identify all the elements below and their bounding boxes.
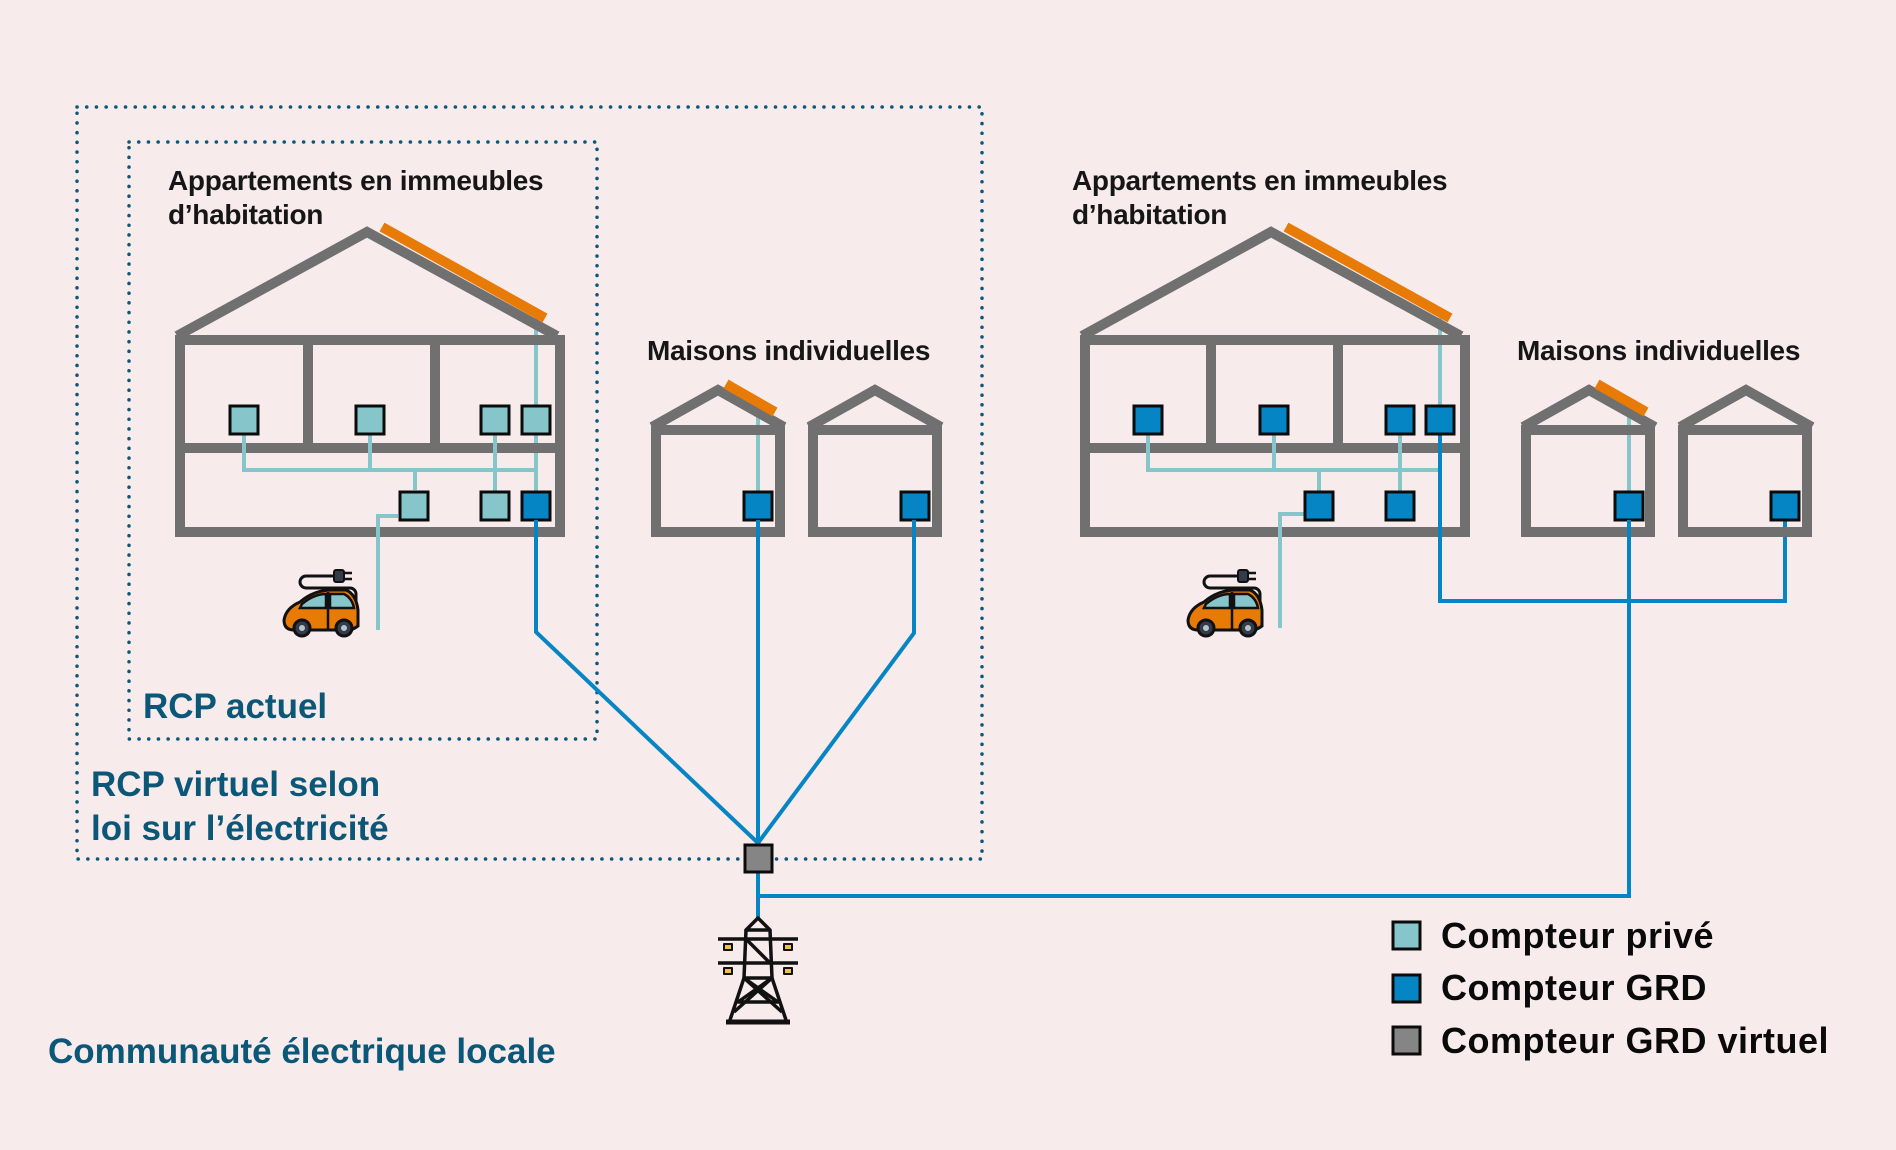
right-house-2 xyxy=(1677,384,1815,537)
grd-meter xyxy=(1303,490,1335,522)
private-meter xyxy=(520,404,552,436)
building-outline xyxy=(175,335,565,537)
grd-meter xyxy=(1258,404,1290,436)
current-rcp-boundary xyxy=(127,140,599,741)
solar-panel xyxy=(379,222,548,323)
left-houses-label: Maisons individuelles xyxy=(647,335,930,366)
virtual-grd-meter xyxy=(743,843,774,874)
grd-meter xyxy=(1769,490,1801,522)
left-apartment-building: Appartements en immeubles d’habitation xyxy=(168,165,565,630)
electric-car-icon xyxy=(282,569,360,638)
grd-meter xyxy=(899,490,931,522)
electric-car-icon xyxy=(1186,569,1264,638)
right-house-1 xyxy=(1520,379,1658,537)
grd-meter xyxy=(1424,404,1456,436)
private-meter xyxy=(398,490,430,522)
right-apartments-label-line2: d’habitation xyxy=(1072,199,1227,230)
left-house-1 xyxy=(649,379,787,537)
virtual-rcp-boundary xyxy=(75,105,984,861)
legend-item-virtual-grd: Compteur GRD virtuel xyxy=(1441,1020,1829,1061)
right-apartments-label-line1: Appartements en immeubles xyxy=(1072,165,1447,196)
grd-meter xyxy=(742,490,774,522)
left-apartments-label-line2: d’habitation xyxy=(168,199,323,230)
grd-meter-swatch xyxy=(1391,973,1422,1004)
private-meter xyxy=(228,404,260,436)
legend: Compteur privé Compteur GRD Compteur GRD… xyxy=(1391,915,1829,1061)
grd-meter xyxy=(1613,490,1645,522)
left-apartments-label-line1: Appartements en immeubles xyxy=(168,165,543,196)
virtual-rcp-label-line2: loi sur l’électricité xyxy=(91,809,389,848)
left-house-2 xyxy=(806,384,944,537)
virtual-grd-meter-swatch xyxy=(1391,1025,1422,1056)
grd-meter xyxy=(520,490,552,522)
solar-panel xyxy=(1594,379,1649,417)
solar-panel xyxy=(723,379,778,417)
legend-item-grd: Compteur GRD xyxy=(1441,967,1707,1008)
grd-meter xyxy=(1384,404,1416,436)
solar-panel xyxy=(1283,222,1453,323)
virtual-rcp-label-line1: RCP virtuel selon xyxy=(91,765,380,804)
roof xyxy=(174,226,560,341)
right-houses-label: Maisons individuelles xyxy=(1517,335,1800,366)
right-apartment-building: Appartements en immeubles d’habitation xyxy=(1072,165,1787,628)
current-rcp-label: RCP actuel xyxy=(143,687,327,726)
community-label: Communauté électrique locale xyxy=(48,1032,556,1071)
power-pylon-icon xyxy=(718,916,798,1025)
private-meter xyxy=(479,490,511,522)
grd-meter xyxy=(1384,490,1416,522)
private-meter xyxy=(354,404,386,436)
legend-item-private: Compteur privé xyxy=(1441,915,1714,956)
grd-meter xyxy=(1132,404,1164,436)
private-meter xyxy=(479,404,511,436)
private-meter-swatch xyxy=(1391,920,1422,951)
